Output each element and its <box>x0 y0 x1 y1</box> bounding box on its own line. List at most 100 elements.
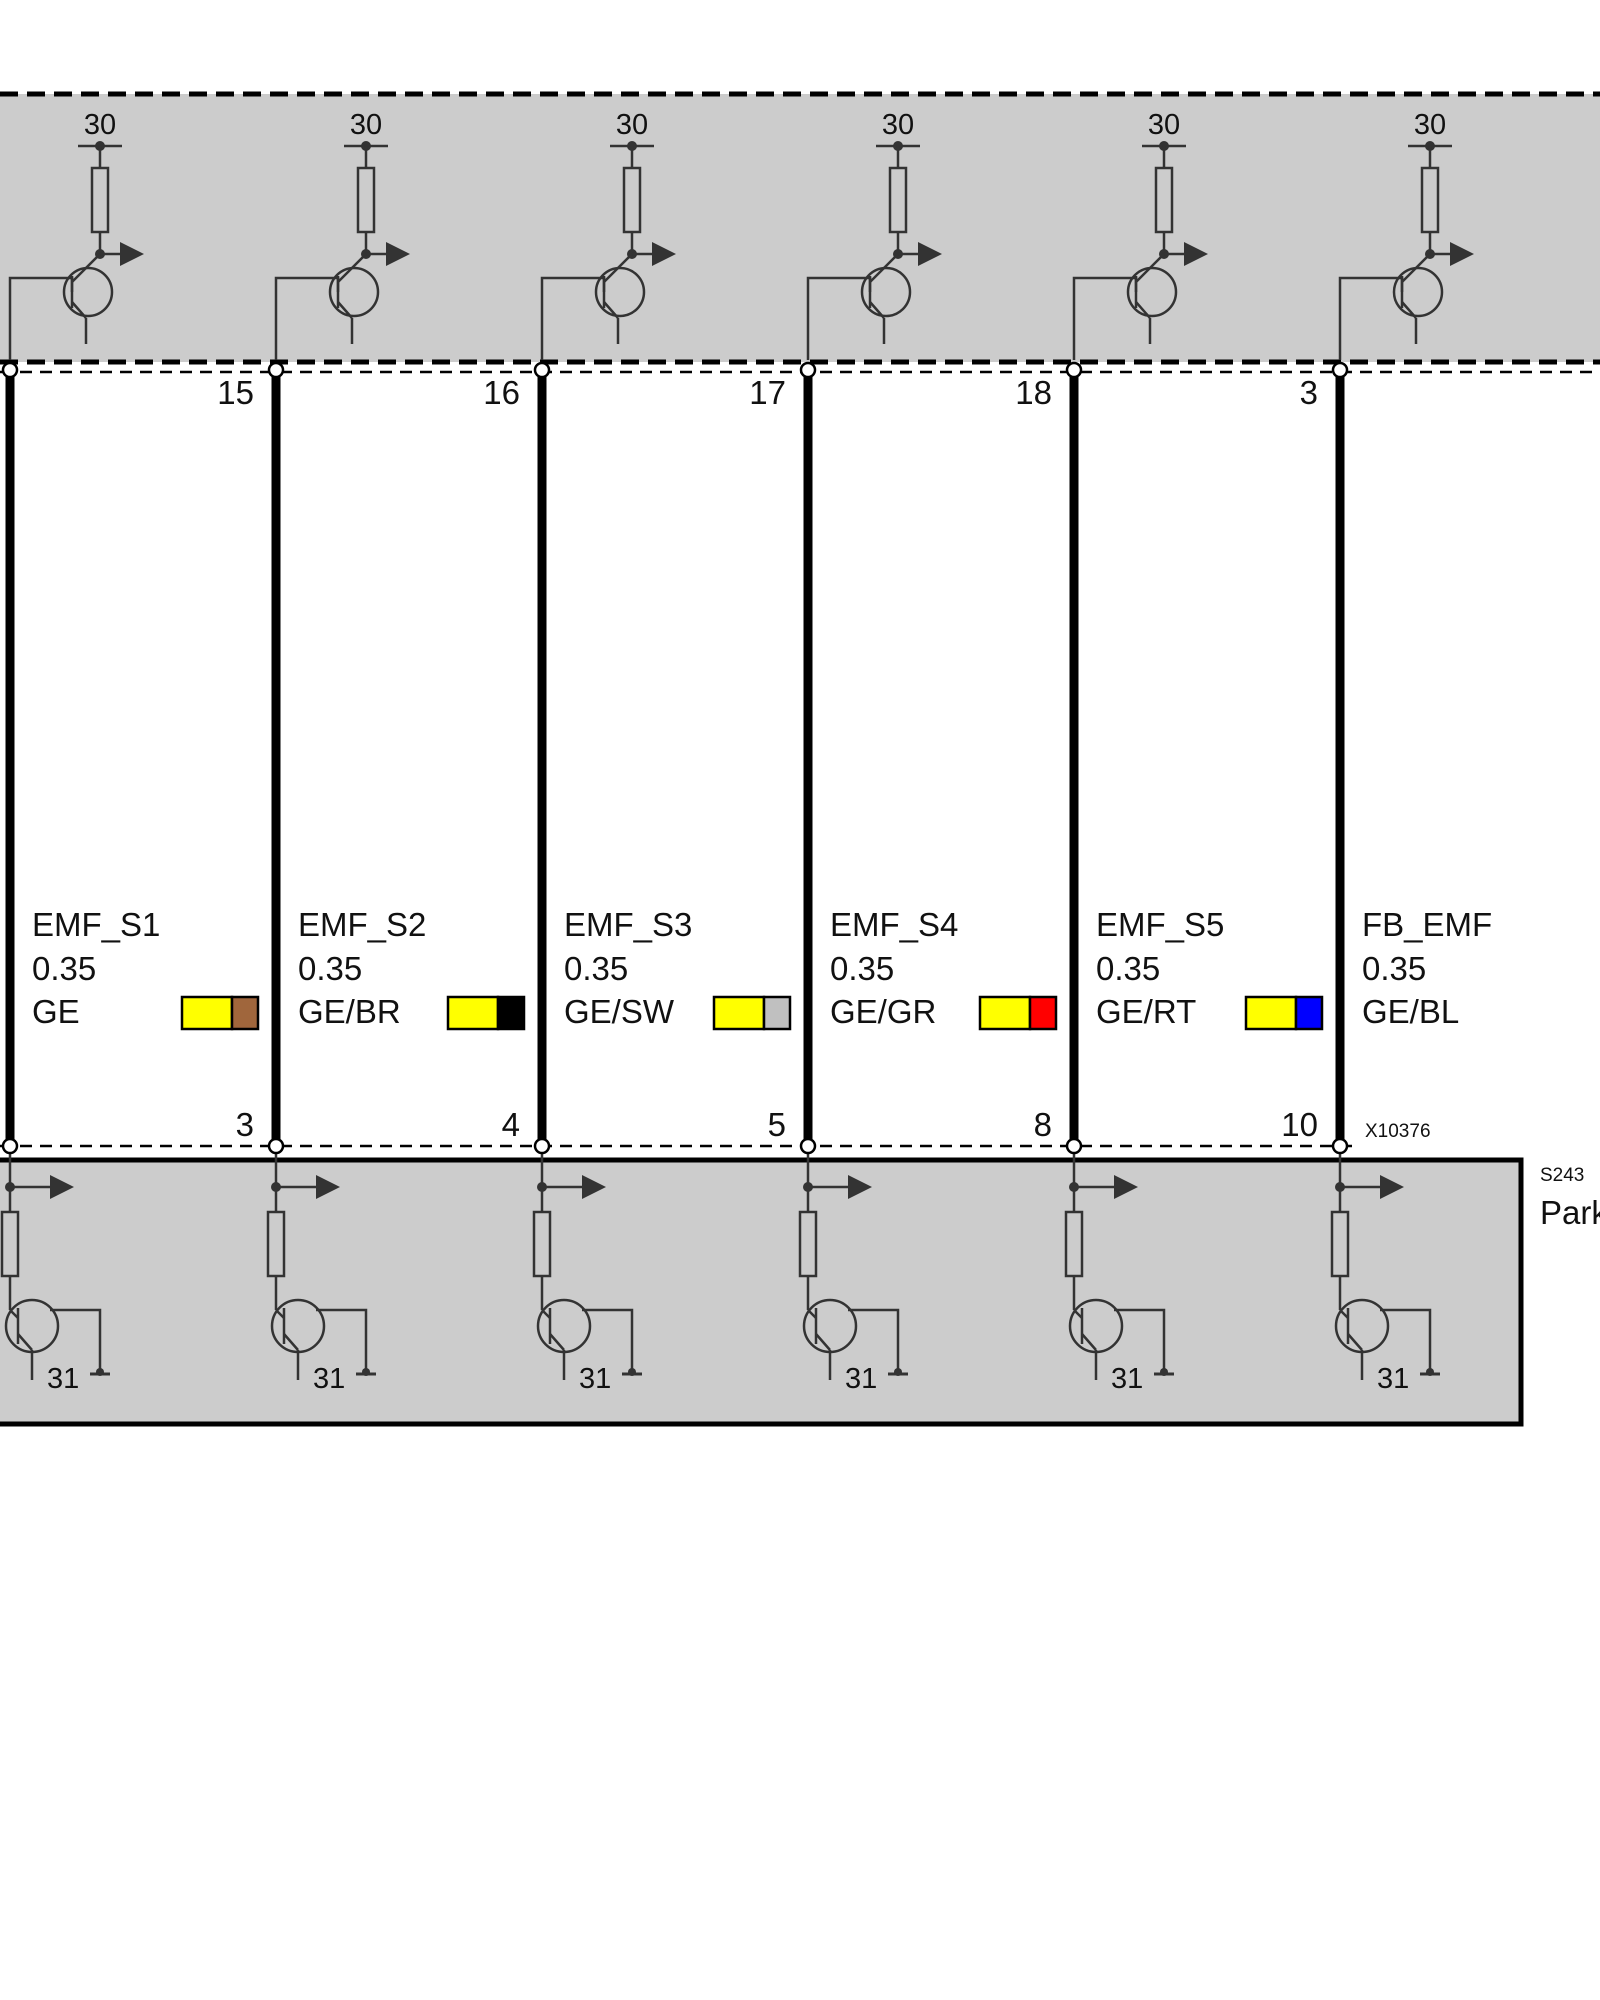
lower-input-circuit: 31 <box>798 1148 908 1395</box>
lower-input-circuit: 31 <box>0 1148 110 1395</box>
transistor-emitter <box>549 1333 565 1351</box>
ground-lead <box>848 1308 900 1372</box>
lower-pin-number: 4 <box>502 1106 520 1143</box>
pin-contact <box>1331 1137 1349 1155</box>
transistor-emitter <box>1135 301 1151 319</box>
supply-terminal-label: 30 <box>1414 109 1446 141</box>
transistor-emitter <box>17 1333 33 1351</box>
resistor-icon <box>90 166 110 234</box>
lower-input-circuit: 31 <box>1064 1148 1174 1395</box>
pin-contact <box>1 361 19 379</box>
output-arrow-icon <box>1184 242 1208 266</box>
resistor-icon <box>1420 166 1440 234</box>
upper-driver-circuit: 30 <box>540 109 676 360</box>
transistor-collector <box>541 1309 551 1319</box>
signal-name: EMF_S1 <box>32 906 160 943</box>
signal-name: EMF_S4 <box>830 906 958 943</box>
wire-color-swatch-stripe <box>1294 995 1324 1031</box>
wire-color-code: GE/BR <box>298 993 401 1030</box>
pin-contact <box>267 361 285 379</box>
transistor-collector <box>337 253 367 283</box>
wire-color-swatch-primary <box>180 995 234 1031</box>
input-arrow-icon <box>316 1175 340 1199</box>
transistor-collector <box>807 1309 817 1319</box>
pin-contact <box>267 1137 285 1155</box>
transistor-collector <box>1339 1309 1349 1319</box>
supply-terminal-label: 30 <box>1148 109 1180 141</box>
transistor-icon <box>1126 266 1178 318</box>
resistor-icon <box>1330 1210 1350 1278</box>
resistor-icon <box>532 1210 552 1278</box>
transistor-emitter <box>1347 1333 1363 1351</box>
lower-pin-number: 10 <box>1281 1106 1318 1143</box>
lower-input-circuit: 31 <box>532 1148 642 1395</box>
upper-pin-number: 18 <box>1015 374 1052 411</box>
input-arrow-icon <box>1380 1175 1404 1199</box>
upper-pin-number: 16 <box>483 374 520 411</box>
resistor-icon <box>266 1210 286 1278</box>
wire-color-swatch-primary <box>978 995 1032 1031</box>
signal-name: FB_EMF <box>1362 906 1492 943</box>
input-arrow-icon <box>848 1175 872 1199</box>
wire-color-code: GE/BL <box>1362 993 1459 1030</box>
signal-name: EMF_S2 <box>298 906 426 943</box>
pin-contact <box>1065 1137 1083 1155</box>
input-arrow-icon <box>1114 1175 1138 1199</box>
transistor-emitter <box>1401 301 1417 319</box>
transistor-collector <box>9 1309 19 1319</box>
supply-terminal-label: 30 <box>350 109 382 141</box>
base-drive-line <box>8 276 74 360</box>
transistor-icon <box>594 266 646 318</box>
wire-gauge: 0.35 <box>830 950 894 987</box>
ground-terminal-label: 31 <box>845 1363 877 1395</box>
wire-gauge: 0.35 <box>1096 950 1160 987</box>
upper-driver-circuit: 30 <box>1338 109 1474 360</box>
ground-terminal-label: 31 <box>47 1363 79 1395</box>
input-arrow-icon <box>582 1175 606 1199</box>
signal-name: EMF_S3 <box>564 906 692 943</box>
transistor-emitter <box>1081 1333 1097 1351</box>
upper-driver-circuit: 30 <box>8 109 144 360</box>
supply-terminal-label: 30 <box>84 109 116 141</box>
upper-pin-number: 15 <box>217 374 254 411</box>
transistor-emitter <box>283 1333 299 1351</box>
transistor-icon <box>860 266 912 318</box>
output-arrow-icon <box>1450 242 1474 266</box>
resistor-icon <box>888 166 908 234</box>
base-drive-line <box>1338 276 1404 360</box>
output-arrow-icon <box>918 242 942 266</box>
node-dot <box>362 1368 370 1376</box>
node-dot <box>1160 1368 1168 1376</box>
wire-color-swatch-stripe <box>496 995 526 1031</box>
ground-terminal-label: 31 <box>579 1363 611 1395</box>
base-drive-line <box>274 276 340 360</box>
ground-lead <box>1114 1308 1166 1372</box>
pin-contact <box>799 1137 817 1155</box>
ground-terminal-label: 31 <box>1377 1363 1409 1395</box>
transistor-collector <box>603 253 633 283</box>
component-id: S243 <box>1540 1165 1584 1186</box>
connector-id: X10376 <box>1365 1121 1431 1142</box>
wire-color-swatch-stripe <box>1028 995 1058 1031</box>
resistor-icon <box>798 1210 818 1278</box>
upper-pin-number: 3 <box>1300 374 1318 411</box>
output-arrow-icon <box>652 242 676 266</box>
base-drive-line <box>540 276 606 360</box>
ground-terminal-label: 31 <box>313 1363 345 1395</box>
lower-input-circuit: 31 <box>1330 1148 1440 1395</box>
ground-terminal-label: 31 <box>1111 1363 1143 1395</box>
wire-color-swatch-primary <box>446 995 500 1031</box>
output-arrow-icon <box>386 242 410 266</box>
transistor-emitter <box>71 301 87 319</box>
component-name: Park <box>1540 1194 1600 1231</box>
lower-pin-number: 8 <box>1034 1106 1052 1143</box>
upper-driver-circuit: 30 <box>274 109 410 360</box>
pin-contact <box>1 1137 19 1155</box>
transistor-collector <box>1073 1309 1083 1319</box>
transistor-collector <box>275 1309 285 1319</box>
wire-color-swatch-stripe <box>230 995 260 1031</box>
wire-color-code: GE/GR <box>830 993 936 1030</box>
transistor-icon <box>1392 266 1444 318</box>
